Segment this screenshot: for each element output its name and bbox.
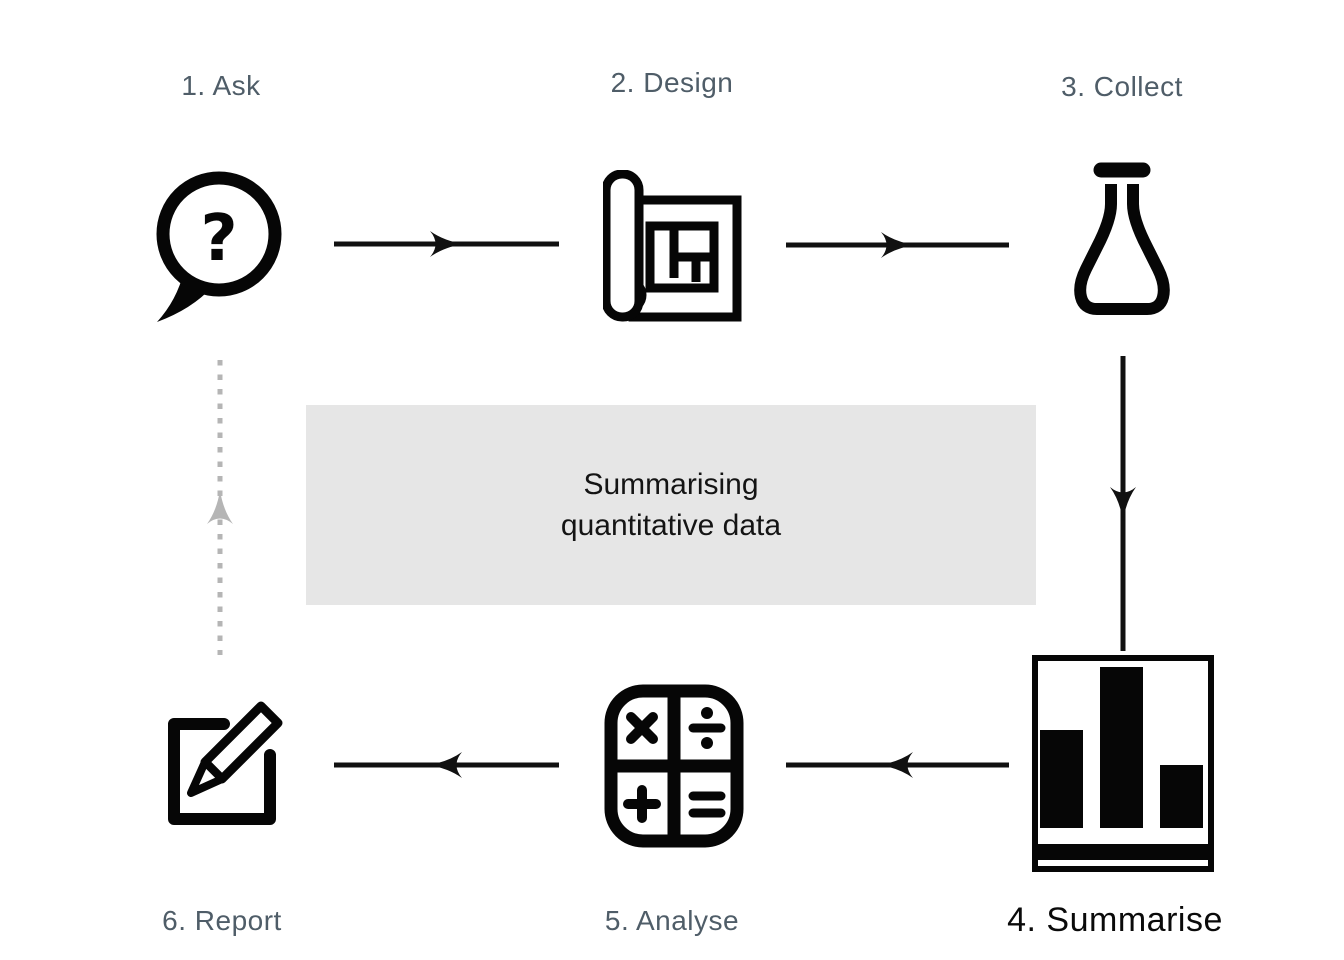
- multiply-glyph: [626, 712, 658, 744]
- flask-icon: [1074, 162, 1170, 315]
- bar-1: [1040, 730, 1083, 828]
- step-label-collect: 3. Collect: [1061, 71, 1183, 102]
- arrow-report-to-ask-dotted: [207, 360, 233, 655]
- box-title-line1: Summarising: [583, 468, 759, 501]
- step-label-ask: 1. Ask: [181, 70, 261, 101]
- question-mark-glyph: ?: [200, 202, 237, 276]
- speech-bubble-question-icon: ?: [156, 171, 282, 322]
- step-label-design: 2. Design: [610, 67, 734, 98]
- summarising-highlight-box: Summarising quantitative data: [306, 405, 1036, 605]
- arrow-design-to-collect: [786, 232, 1009, 258]
- bar-chart-icon: [1032, 655, 1214, 872]
- arrow-summarise-to-analyse: [786, 752, 1009, 778]
- blueprint-plan-icon: [603, 170, 742, 322]
- arrow-analyse-to-report: [334, 752, 559, 778]
- axis-band: [1038, 844, 1208, 860]
- bar-3: [1160, 765, 1203, 828]
- step-label-analyse: 5. Analyse: [604, 905, 740, 936]
- step-label-summarise: 4. Summarise: [1007, 901, 1223, 939]
- step-label-report: 6. Report: [162, 905, 282, 936]
- edit-note-icon: [168, 701, 283, 825]
- plus-glyph: [623, 785, 661, 823]
- arrow-collect-to-summarise: [1110, 356, 1136, 651]
- pencil-tip: [187, 758, 226, 797]
- equals-glyph: [688, 791, 726, 818]
- box-title-line2: quantitative data: [560, 509, 782, 542]
- calculator-icon: [604, 684, 744, 848]
- bar-2: [1100, 667, 1143, 828]
- arrow-ask-to-design: [334, 231, 559, 257]
